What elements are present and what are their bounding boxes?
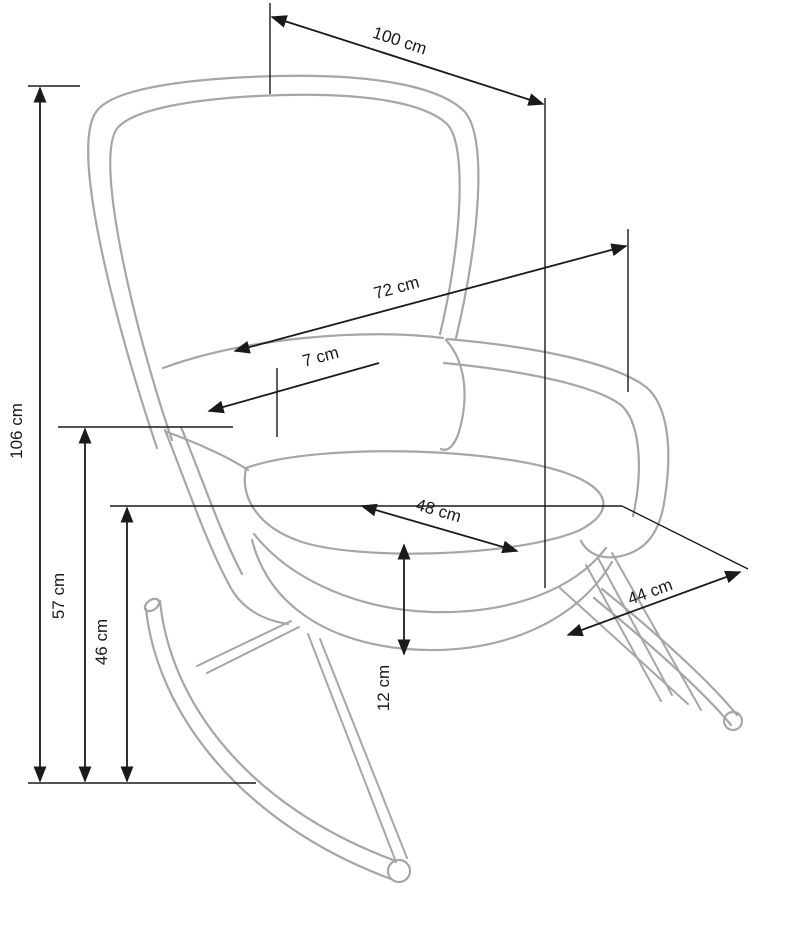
dimension-12cm: 12 cm	[374, 543, 411, 711]
extension-line-seat-width	[621, 505, 749, 570]
dimension-line-72cm	[233, 243, 628, 354]
dimension-label-72cm: 72 cm	[372, 272, 422, 302]
chair-left-rear-leg	[307, 633, 397, 863]
chair-right-armrest-inner	[442, 361, 640, 518]
dimension-100cm: 100 cm	[270, 15, 545, 106]
dimension-label-57cm: 57 cm	[49, 573, 68, 619]
chair-seat-frame-bottom	[250, 538, 614, 651]
chair-left-rocker-outer	[144, 607, 393, 881]
dimension-48cm: 48 cm	[360, 495, 519, 554]
chair-right-wing-fold	[439, 338, 466, 451]
chair-left-front-leg-2	[206, 626, 300, 674]
dimension-line-7cm	[207, 362, 380, 414]
chair-seat-cushion-top	[243, 450, 605, 555]
dimension-label-46cm: 46 cm	[92, 619, 111, 665]
chair-backrest-inner	[109, 93, 461, 442]
dimension-46cm: 46 cm	[92, 506, 134, 783]
chair-right-rear-leg	[611, 552, 702, 711]
dimension-72cm: 72 cm	[233, 243, 628, 354]
dimension-label-100cm: 100 cm	[370, 23, 429, 59]
chair-backrest-bottom-curve	[165, 430, 250, 472]
dimension-line-44cm	[566, 570, 742, 637]
dimension-106cm: 106 cm	[7, 86, 47, 783]
chair-left-armrest-outer	[163, 428, 290, 626]
dimension-line-100cm	[270, 15, 545, 106]
chair-left-front-leg	[196, 620, 292, 667]
dimension-line-48cm	[360, 503, 519, 554]
chair-left-rocker-front-cap	[143, 597, 161, 613]
chair-drawing	[87, 74, 744, 884]
chair-backrest-outer	[87, 74, 480, 450]
chair-right-rocker-inner	[600, 587, 739, 717]
chair-left-rocker-inner	[158, 599, 398, 863]
dimension-label-44cm: 44 cm	[625, 575, 675, 609]
chair-right-armrest-outer	[445, 337, 670, 559]
dimension-label-12cm: 12 cm	[374, 665, 393, 711]
chair-left-armrest-inner	[179, 425, 244, 576]
chair-right-rocker-cap	[722, 710, 744, 732]
chair-left-rocker-rear-cap	[386, 858, 412, 884]
dimension-7cm: 7 cm	[207, 343, 380, 414]
chair-left-rear-leg-2	[319, 638, 408, 859]
dimension-label-7cm: 7 cm	[300, 343, 341, 371]
dimension-label-106cm: 106 cm	[7, 403, 26, 459]
dimension-label-48cm: 48 cm	[414, 495, 464, 526]
dimension-57cm: 57 cm	[49, 427, 92, 783]
chair-seat-cushion-seam	[252, 532, 608, 614]
